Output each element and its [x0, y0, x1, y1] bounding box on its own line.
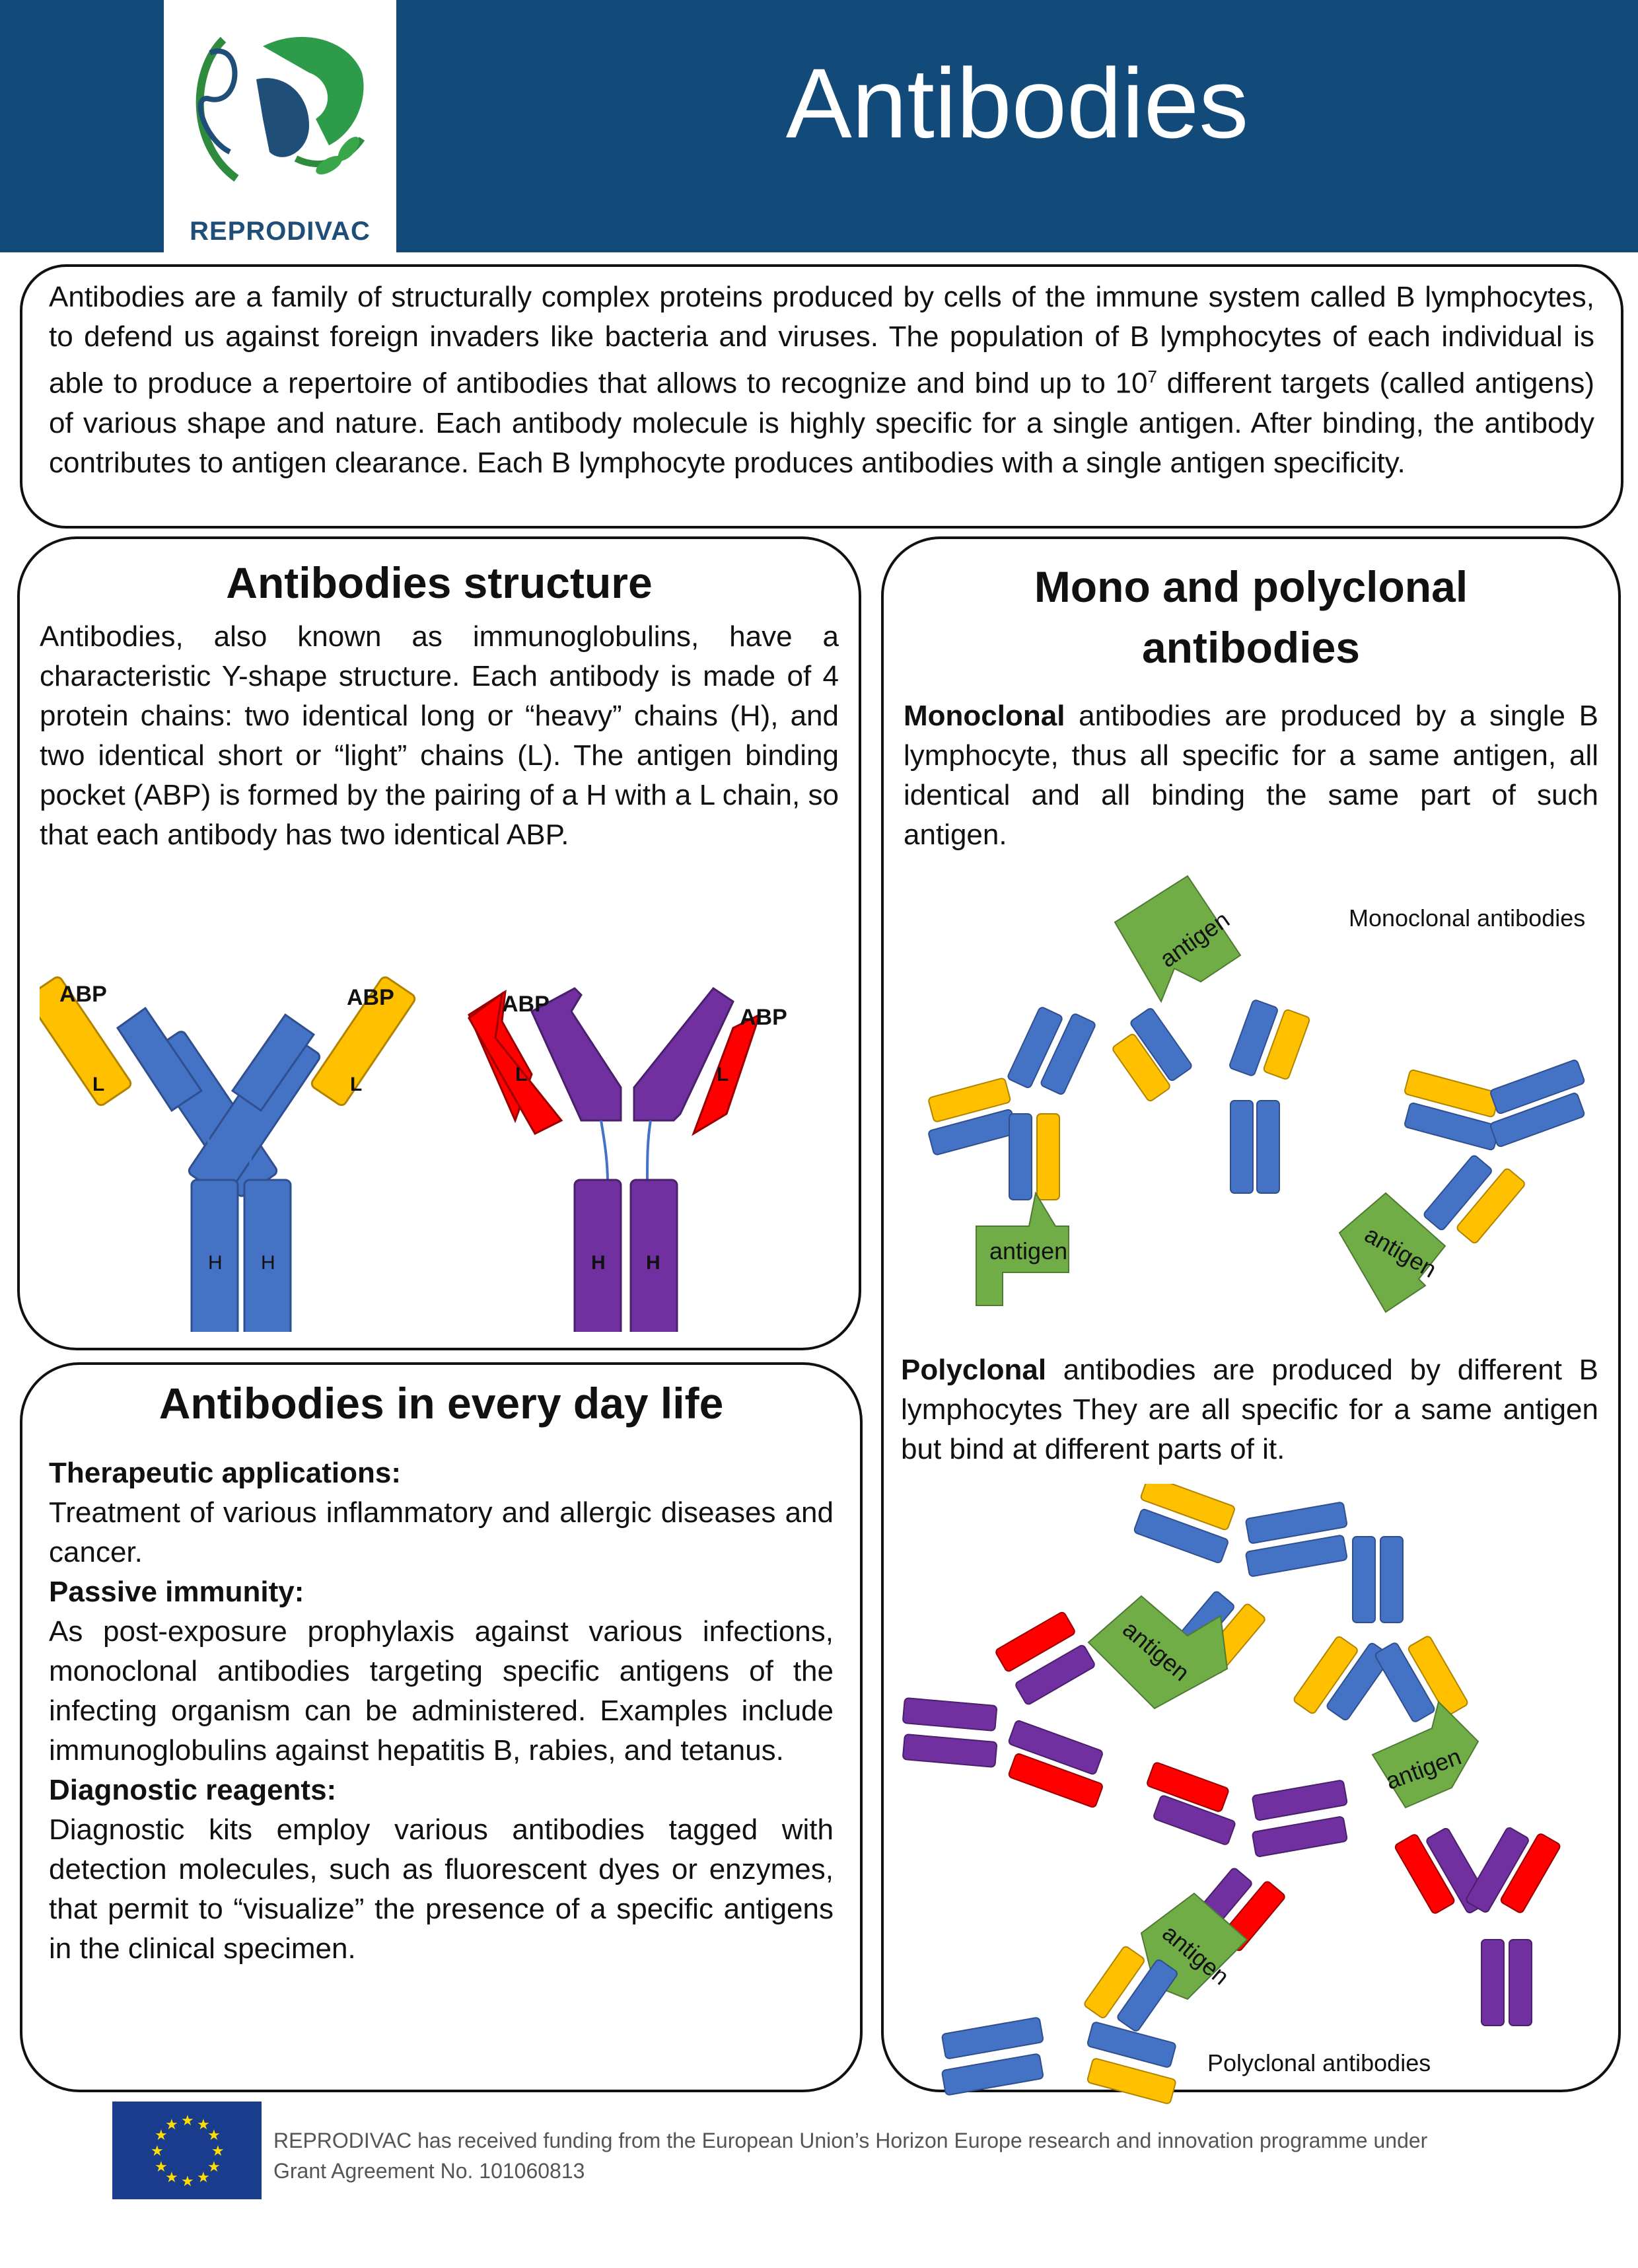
passive-text: As post-exposure prophylaxis against var…	[49, 1615, 834, 1767]
svg-text:★: ★	[165, 2169, 178, 2185]
svg-text:antigen: antigen	[989, 1237, 1067, 1264]
mono-poly-box: Mono and polyclonal antibodies Monoclona…	[881, 536, 1621, 2104]
h-label: H	[208, 1252, 223, 1274]
mono-antigen-top: antigen	[1114, 875, 1242, 1004]
therapeutic-heading: Therapeutic applications:	[49, 1457, 401, 1489]
header-banner: REPRODIVAC Antibodies	[0, 0, 1638, 252]
funding-statement: REPRODIVAC has received funding from the…	[273, 2129, 1428, 2183]
abp-label: ABP	[347, 985, 394, 1010]
polyclonal-text: Polyclonal antibodies are produced by di…	[901, 1354, 1598, 1465]
light-chain-left	[40, 976, 132, 1107]
footer: ★ ★ ★ ★ ★ ★ ★ ★ ★ ★ ★ ★ REPRODIVAC has r…	[112, 2099, 1565, 2244]
svg-text:★: ★	[155, 2158, 168, 2175]
structure-box: Antibodies structure Antibodies, also kn…	[17, 536, 861, 1350]
svg-text:★: ★	[165, 2116, 178, 2133]
diagnostic-text: Diagnostic kits employ various antibodie…	[49, 1813, 834, 1965]
heavy-stem-right	[243, 1179, 292, 1332]
antibody-purple-red: ABP ABP L L H H	[468, 986, 787, 1332]
everyday-box: Antibodies in every day life Therapeutic…	[20, 1362, 863, 2092]
page-title: Antibodies	[785, 48, 1249, 159]
therapeutic-text: Treatment of various inflammatory and al…	[49, 1496, 834, 1568]
poly-antigen-2: antigen	[1371, 1701, 1479, 1809]
reprodivac-logo-icon	[196, 36, 365, 182]
abp-label: ABP	[502, 992, 550, 1017]
mono-antibody-top	[1112, 1000, 1310, 1194]
abp-label: ABP	[59, 982, 107, 1007]
poly-antibody-bottom	[941, 1946, 1178, 2104]
poly-antibody-right-bottom	[1394, 1827, 1561, 2026]
mono-antibody-right	[1404, 1059, 1585, 1244]
eu-flag-icon: ★ ★ ★ ★ ★ ★ ★ ★ ★ ★ ★ ★	[112, 2102, 262, 2199]
intro-text: Antibodies are a family of structurally …	[49, 281, 1594, 479]
svg-text:★: ★	[155, 2127, 168, 2143]
heavy-stem-right	[629, 1179, 678, 1332]
svg-text:★: ★	[207, 2127, 221, 2143]
mono-poly-title: Mono and polyclonal antibodies	[1034, 562, 1468, 672]
mono-antigen-right: antigen	[1338, 1192, 1446, 1313]
svg-text:★: ★	[211, 2142, 225, 2159]
antibody-blue-yellow: ABP ABP L L H H	[40, 976, 416, 1332]
mono-antigen-bottom-left: antigen	[976, 1191, 1069, 1306]
monoclonal-caption: Monoclonal antibodies	[1349, 904, 1586, 932]
polyclonal-caption: Polyclonal antibodies	[1207, 2049, 1431, 2076]
heavy-stem-left	[573, 1179, 622, 1332]
l-label: L	[92, 1074, 104, 1095]
logo: REPRODIVAC	[164, 0, 396, 252]
h-label: H	[591, 1252, 606, 1274]
h-label: H	[646, 1252, 660, 1274]
monoclonal-diagram: antigen antigen	[928, 875, 1585, 1313]
svg-text:★: ★	[181, 2112, 194, 2129]
logo-text: REPRODIVAC	[190, 217, 371, 246]
svg-text:★: ★	[197, 2116, 210, 2133]
mono-antibody-left	[928, 1007, 1096, 1200]
l-label: L	[717, 1064, 729, 1085]
svg-text:★: ★	[197, 2169, 210, 2185]
l-label: L	[515, 1064, 527, 1085]
structure-text: Antibodies, also known as immunoglobulin…	[40, 620, 839, 851]
light-chain-right	[310, 976, 416, 1107]
h-label: H	[261, 1252, 275, 1274]
intro-box: Antibodies are a family of structurally …	[20, 264, 1623, 529]
antibody-structure-diagram: ABP ABP L L H H ABP ABP L L H H	[40, 976, 787, 1332]
heavy-stem-left	[190, 1179, 239, 1332]
monoclonal-text: Monoclonal antibodies are produced by a …	[904, 700, 1598, 851]
diagnostic-heading: Diagnostic reagents:	[49, 1774, 337, 1806]
poly-antibody-right-top	[1293, 1536, 1468, 1722]
svg-text:★: ★	[181, 2173, 194, 2189]
everyday-title: Antibodies in every day life	[159, 1379, 724, 1428]
passive-heading: Passive immunity:	[49, 1576, 304, 1608]
poly-antibody-left	[902, 1611, 1103, 1808]
abp-label: ABP	[740, 1005, 787, 1030]
polyclonal-diagram: antigen antigen	[902, 1484, 1561, 2104]
l-label: L	[350, 1074, 362, 1095]
svg-text:★: ★	[151, 2142, 164, 2159]
structure-title: Antibodies structure	[226, 558, 653, 607]
svg-text:★: ★	[207, 2158, 221, 2175]
poly-antibody-center	[1147, 1762, 1348, 1952]
